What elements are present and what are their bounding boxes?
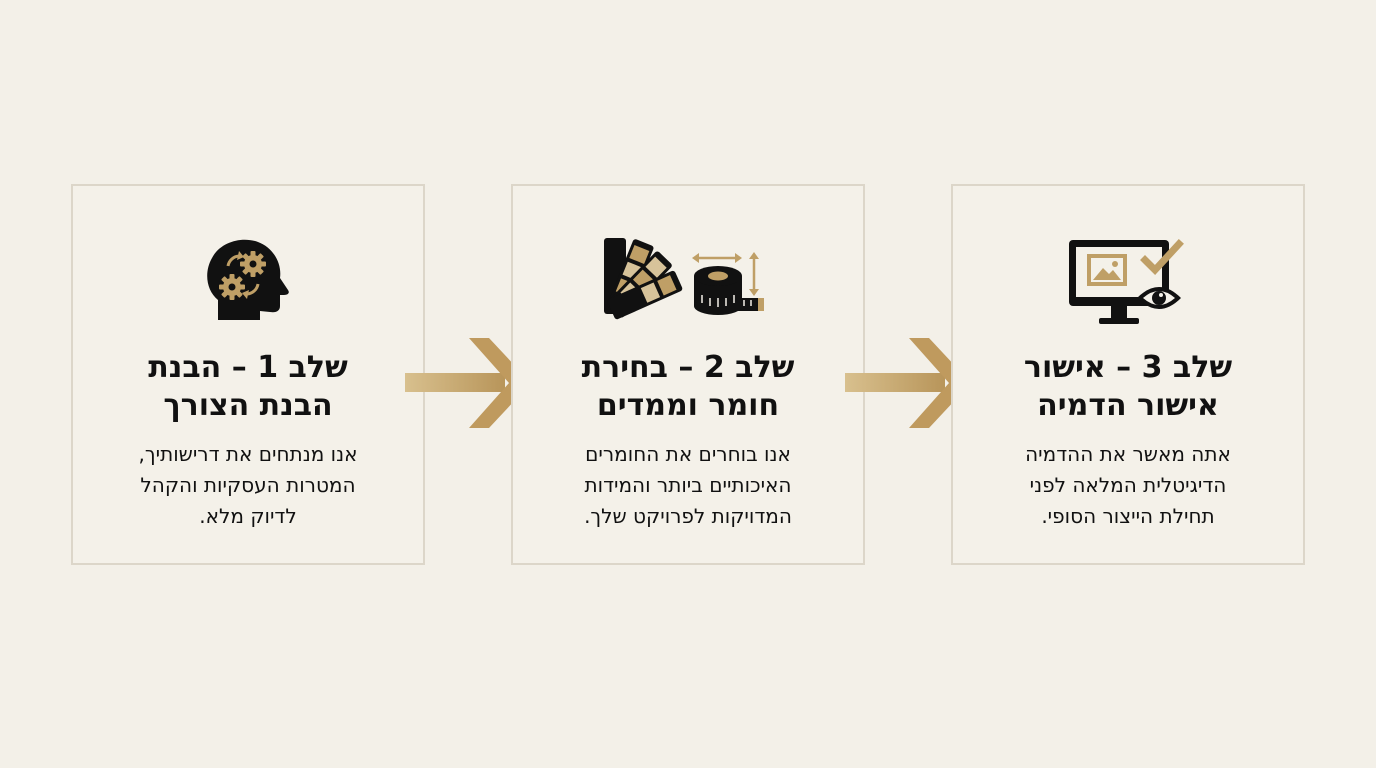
step-description-line: המטרות העסקיות והקהל xyxy=(140,473,356,497)
step-description-line: הדיגיטלית המלאה לפני xyxy=(1029,473,1227,497)
step-card-1: שלב 1 – הבנת הבנת הצורך אנו מנתחים את דר… xyxy=(71,184,425,565)
step-description-line: המדויקות לפרויקט שלך. xyxy=(584,504,792,528)
step-title-line: חומר וממדים xyxy=(596,388,780,423)
step-description: אנו בוחרים את החומרים האיכותיים ביותר וה… xyxy=(531,439,845,532)
step-card-2: שלב 2 – בחירת חומר וממדים אנו בוחרים את … xyxy=(511,184,865,565)
swatches-tape-measure-icon xyxy=(513,232,863,332)
step-description-line: אנו בוחרים את החומרים xyxy=(585,442,791,466)
step-title-line: שלב 1 – הבנת xyxy=(148,350,348,385)
head-gears-icon xyxy=(73,232,423,332)
step-title-line: אישור הדמיה xyxy=(1037,388,1219,423)
step-description-line: האיכותיים ביותר והמידות xyxy=(584,473,792,497)
step-description: אתה מאשר את ההדמיה הדיגיטלית המלאה לפני … xyxy=(971,439,1285,532)
step-description-line: אתה מאשר את ההדמיה xyxy=(1025,442,1231,466)
step-title-line: שלב 2 – בחירת xyxy=(581,350,795,385)
step-description-line: תחילת הייצור הסופי. xyxy=(1041,504,1215,528)
step-title: שלב 2 – בחירת חומר וממדים xyxy=(527,349,849,425)
step-description-line: אנו מנתחים את דרישותיך, xyxy=(138,442,358,466)
step-title: שלב 3 – אישור אישור הדמיה xyxy=(967,349,1289,425)
step-title: שלב 1 – הבנת הבנת הצורך xyxy=(87,349,409,425)
step-title-line: שלב 3 – אישור xyxy=(1023,350,1233,385)
monitor-eye-check-icon xyxy=(953,232,1303,332)
step-card-3: שלב 3 – אישור אישור הדמיה אתה מאשר את הה… xyxy=(951,184,1305,565)
step-description: אנו מנתחים את דרישותיך, המטרות העסקיות ו… xyxy=(91,439,405,532)
step-title-line: הבנת הצורך xyxy=(163,388,333,423)
step-description-line: לדיוק מלא. xyxy=(199,504,297,528)
